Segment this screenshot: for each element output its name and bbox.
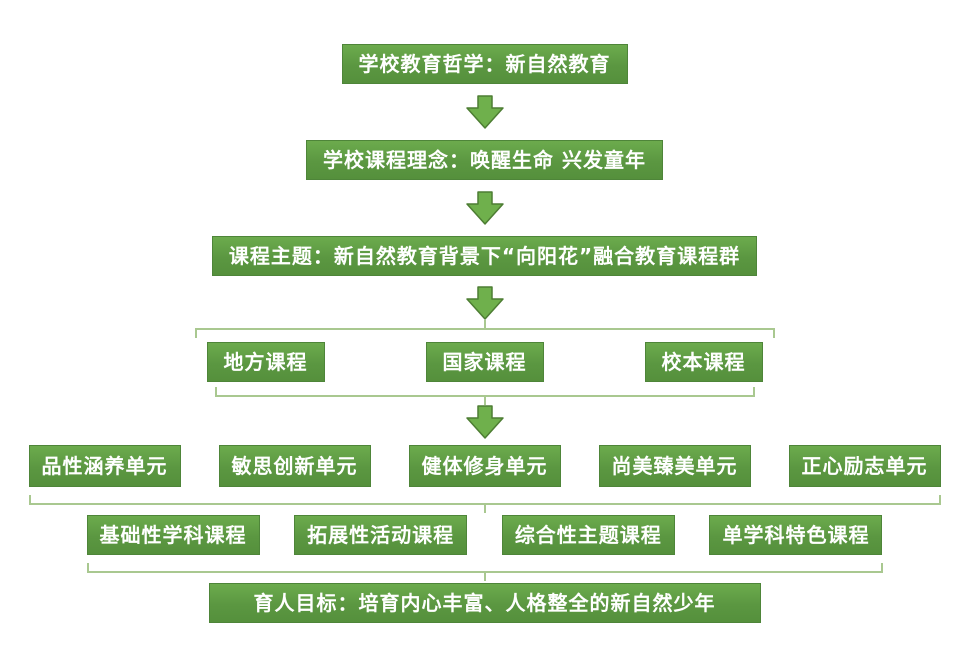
unit-box-thinking: 敏思创新单元 xyxy=(218,445,371,487)
unit-box-fitness: 健体修身单元 xyxy=(408,445,561,487)
units-row: 品性涵养单元 敏思创新单元 健体修身单元 尚美臻美单元 正心励志单元 xyxy=(28,445,941,487)
down-arrow-icon xyxy=(465,286,504,320)
unit-box-beauty: 尚美臻美单元 xyxy=(598,445,751,487)
course-categories-row: 基础性学科课程 拓展性活动课程 综合性主题课程 单学科特色课程 xyxy=(86,515,883,555)
category-box-comprehensive: 综合性主题课程 xyxy=(501,515,675,555)
category-box-basic: 基础性学科课程 xyxy=(86,515,260,555)
course-type-box-school: 校本课程 xyxy=(644,342,763,382)
bracket-connector xyxy=(194,328,775,338)
theme-box: 课程主题：新自然教育背景下“向阳花”融合教育课程群 xyxy=(211,236,758,276)
course-type-box-national: 国家课程 xyxy=(425,342,544,382)
concept-box: 学校课程理念：唤醒生命 兴发童年 xyxy=(306,140,663,180)
category-box-extension: 拓展性活动课程 xyxy=(294,515,468,555)
connector-stem xyxy=(483,505,486,513)
down-arrow-icon xyxy=(465,405,504,439)
course-types-row: 地方课程 国家课程 校本课程 xyxy=(206,342,763,382)
connector-stem xyxy=(483,320,486,328)
connector-stem xyxy=(483,573,486,581)
bracket-connector xyxy=(214,387,755,397)
unit-box-aspiration: 正心励志单元 xyxy=(788,445,941,487)
category-box-single-subject: 单学科特色课程 xyxy=(709,515,883,555)
course-type-box-local: 地方课程 xyxy=(206,342,325,382)
bracket-connector xyxy=(28,495,941,505)
philosophy-box: 学校教育哲学：新自然教育 xyxy=(341,44,628,84)
goal-box: 育人目标：培育内心丰富、人格整全的新自然少年 xyxy=(208,583,761,623)
down-arrow-icon xyxy=(465,191,504,225)
unit-box-character: 品性涵养单元 xyxy=(28,445,181,487)
bracket-connector xyxy=(86,563,883,573)
down-arrow-icon xyxy=(465,95,504,129)
connector-stem xyxy=(483,397,486,405)
